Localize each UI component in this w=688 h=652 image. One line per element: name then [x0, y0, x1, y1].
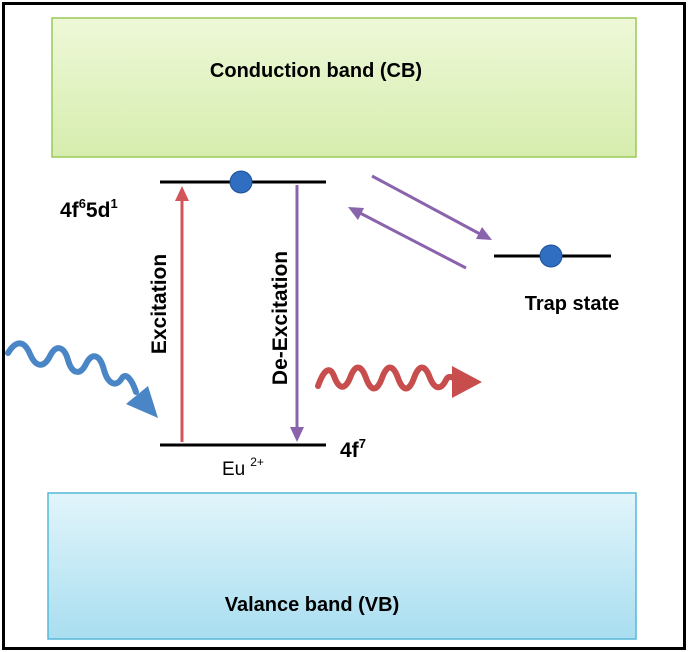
conduction-band-label: Conduction band (CB)	[210, 60, 422, 82]
conduction-band	[51, 17, 637, 158]
deexcitation-arrowhead	[290, 427, 304, 442]
valence-band-label: Valance band (VB)	[225, 594, 400, 616]
incoming-photon-wave	[5, 340, 139, 395]
emitted-photon-arrowhead	[452, 366, 482, 398]
from-trap-arrow	[359, 211, 467, 270]
incoming-photon-arrowhead	[126, 386, 158, 418]
emitted-photon-wave	[315, 364, 463, 392]
from-trap-arrowhead	[348, 207, 364, 220]
to-trap-arrowhead	[476, 227, 492, 240]
deexcitation-label: De-Excitation	[269, 251, 292, 385]
to-trap-arrow	[371, 174, 481, 236]
excitation-arrowhead	[175, 186, 189, 201]
ground-level-label: 4f7	[340, 436, 366, 462]
trapped-electron	[539, 244, 563, 268]
excited-level-label: 4f65d1	[60, 196, 118, 222]
trap-state-label: Trap state	[525, 293, 619, 315]
excitation-label: Excitation	[148, 254, 171, 354]
valence-band	[47, 492, 637, 640]
excited-electron	[229, 170, 253, 194]
